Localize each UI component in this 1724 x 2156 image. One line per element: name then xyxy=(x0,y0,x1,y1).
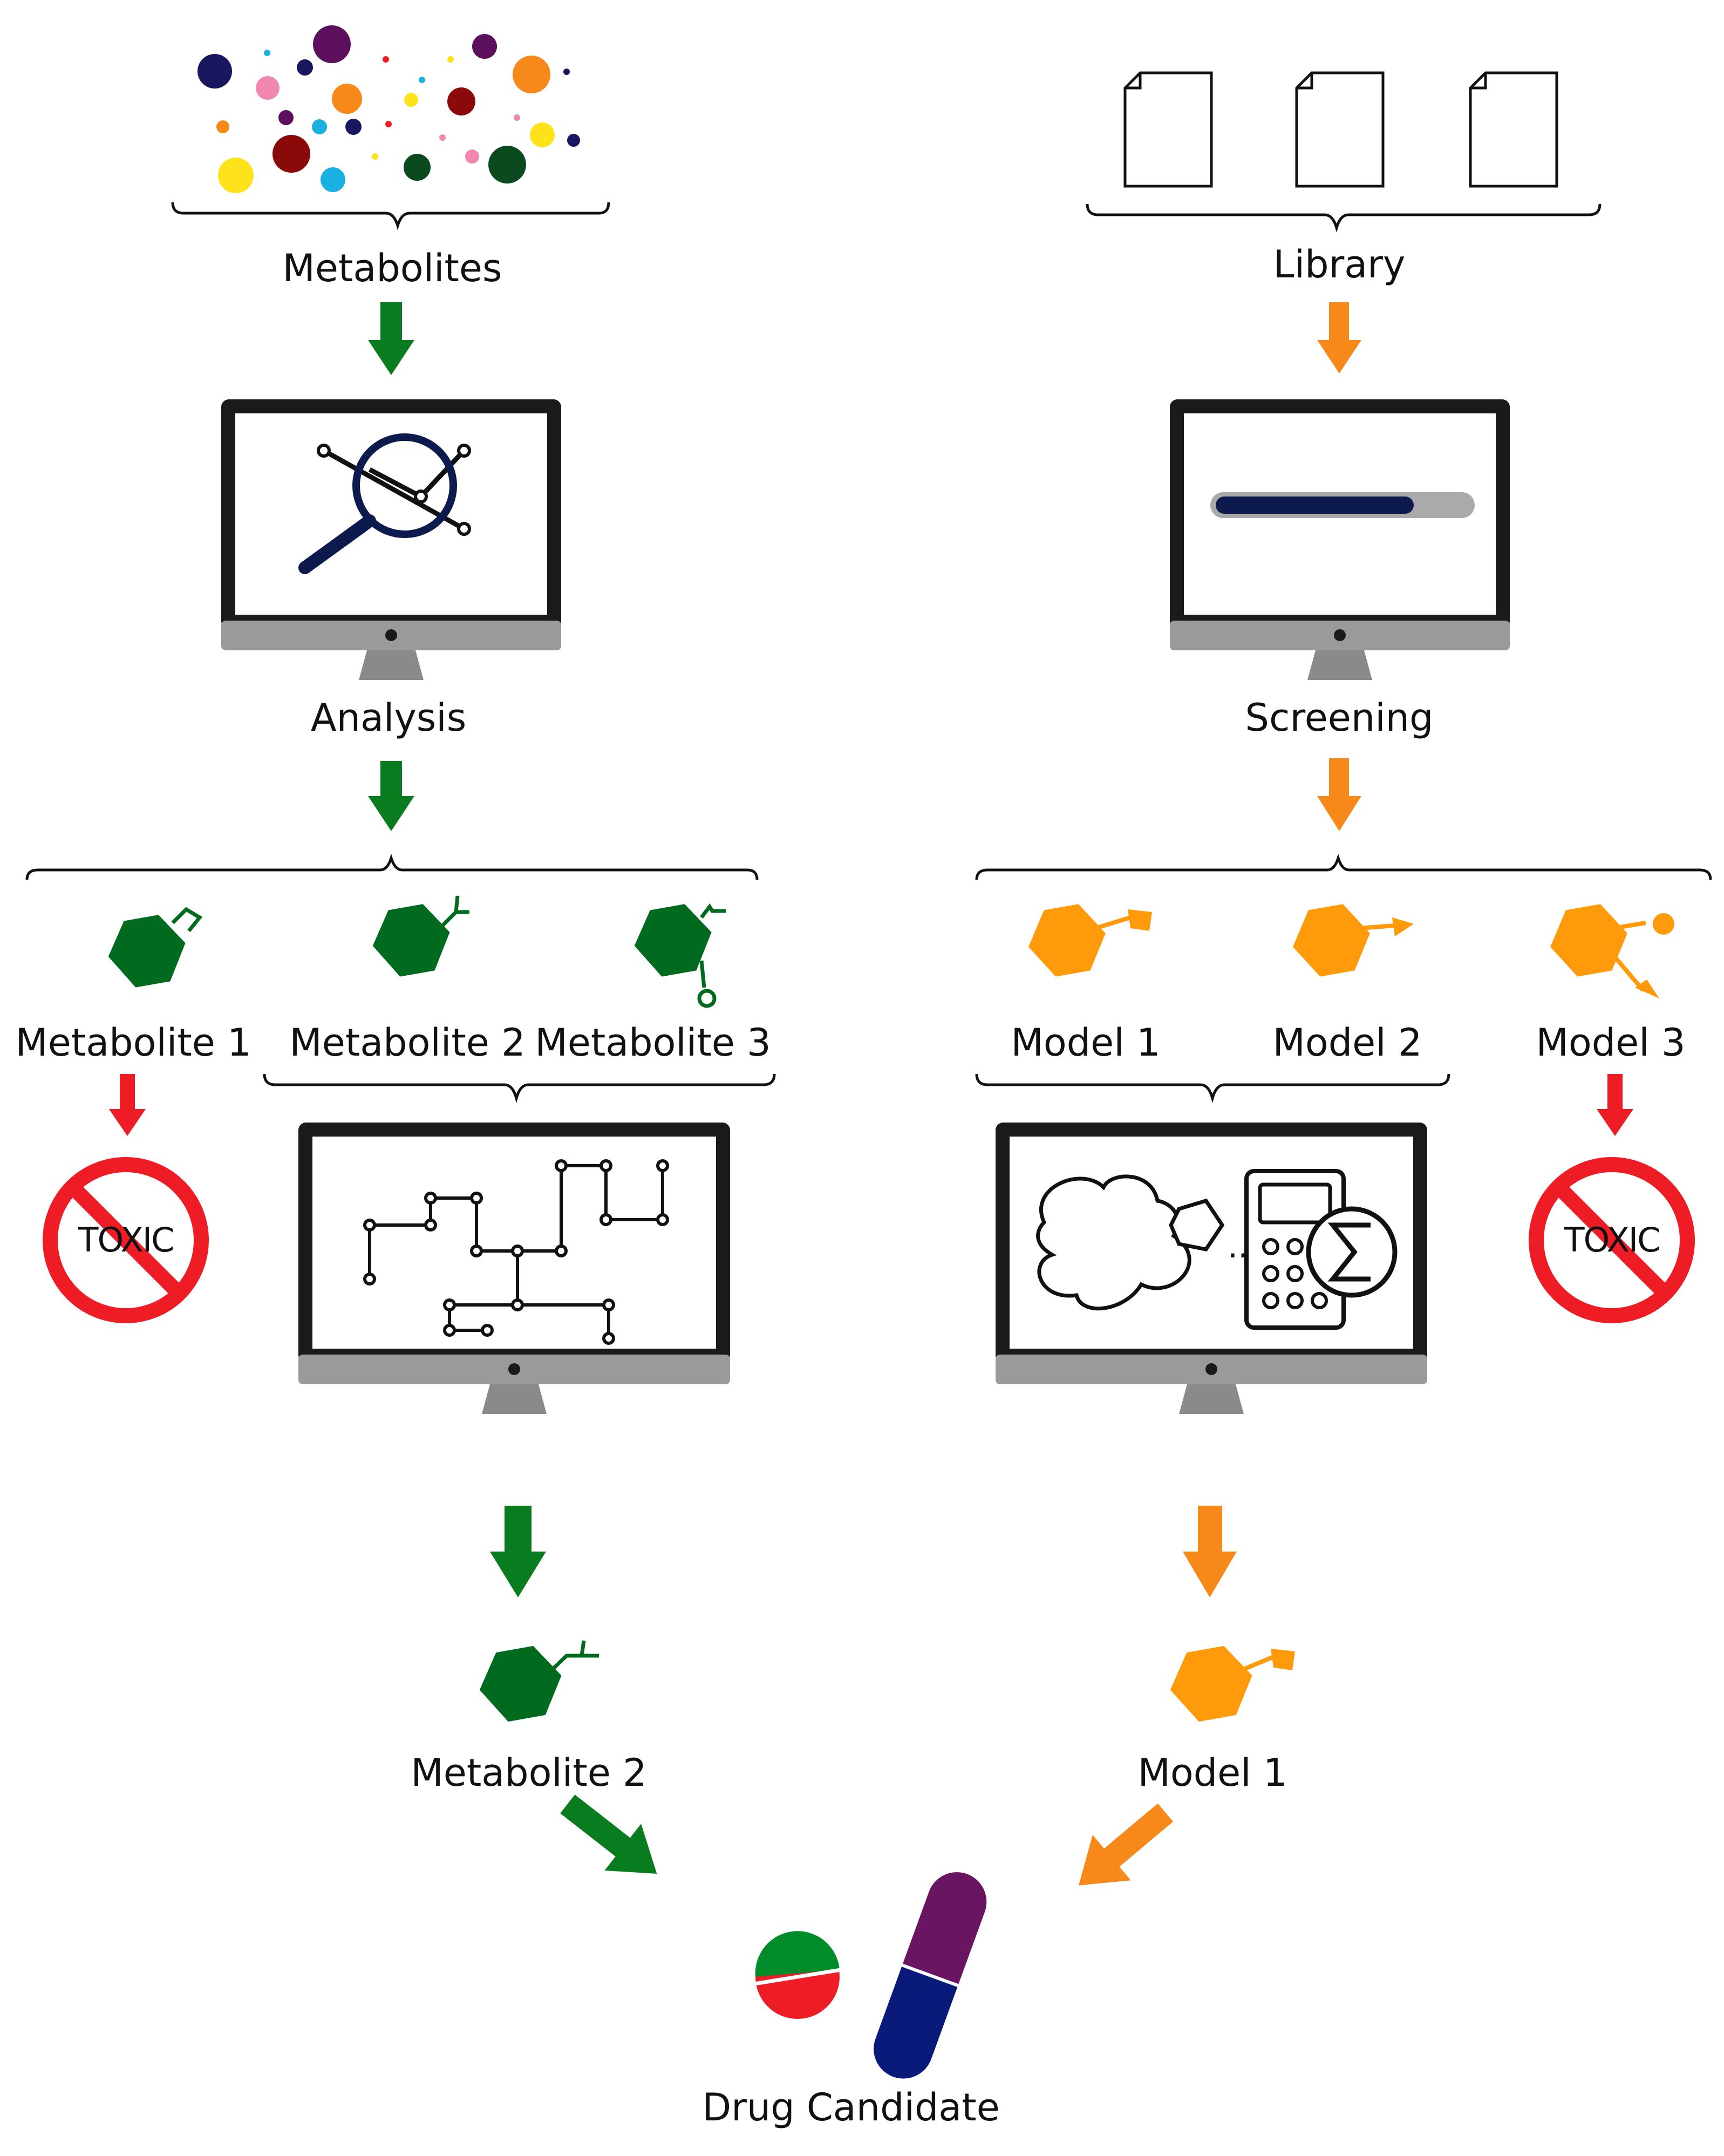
selected-model-label: Model 1 xyxy=(1137,1751,1287,1795)
model-1-molecule-icon xyxy=(1028,904,1152,977)
selected-model-molecule-icon xyxy=(1170,1645,1295,1722)
down-arrow-orange xyxy=(1183,1506,1237,1597)
model-3-molecule-icon xyxy=(1550,904,1674,998)
selected-metabolite-label: Metabolite 2 xyxy=(411,1751,647,1795)
down-arrow-red xyxy=(109,1074,146,1136)
metabolites-cluster-icon xyxy=(197,25,580,193)
model-2-molecule-icon xyxy=(1293,904,1414,977)
selected-metabolite-molecule-icon xyxy=(479,1640,599,1722)
model-2-label: Model 2 xyxy=(1272,1021,1422,1065)
down-arrow-orange xyxy=(1317,758,1361,831)
drug-candidate-label: Drug Candidate xyxy=(702,2085,1000,2130)
down-arrow-green xyxy=(368,761,414,831)
progress-bar-icon xyxy=(1210,492,1475,518)
library-documents-icon xyxy=(1125,73,1557,186)
analysis-monitor xyxy=(221,399,561,680)
down-arrow-orange xyxy=(1317,302,1361,373)
screening-label: Screening xyxy=(1245,696,1434,740)
pathway-monitor xyxy=(298,1123,730,1414)
progress-fill xyxy=(1216,497,1414,514)
metabolite-1-molecule-icon xyxy=(108,907,203,988)
tablet-pill-icon xyxy=(754,1931,841,2019)
pentagon-ligand-icon xyxy=(1169,1198,1225,1252)
diagonal-arrow-orange xyxy=(1079,1803,1174,1886)
calculator-icon xyxy=(1244,1169,1346,1330)
metabolite-toxic-label: TOXIC xyxy=(78,1220,175,1260)
model-1-label: Model 1 xyxy=(1011,1021,1161,1065)
metabolite-3-molecule-icon xyxy=(634,903,726,1008)
metabolites-brace xyxy=(171,202,610,230)
protein-blob-icon xyxy=(1036,1174,1191,1311)
metabolite-3-label: Metabolite 3 xyxy=(535,1021,771,1065)
down-arrow-green xyxy=(490,1506,546,1597)
capsule-pill-icon xyxy=(874,1872,987,2079)
metabolite-2-molecule-icon xyxy=(372,895,469,977)
metabolite-2-label: Metabolite 2 xyxy=(289,1021,526,1065)
library-label: Library xyxy=(1273,242,1406,287)
modeling-brace xyxy=(975,1073,1450,1104)
screening-monitor xyxy=(1170,399,1510,680)
pathway-network-icon xyxy=(363,1159,669,1345)
modeling-monitor: ... xyxy=(996,1123,1427,1414)
metabolites-label: Metabolites xyxy=(282,246,502,290)
model-candidates-brace xyxy=(975,853,1712,880)
model-toxic-label: TOXIC xyxy=(1564,1220,1661,1260)
analysis-label: Analysis xyxy=(310,696,467,740)
down-arrow-green xyxy=(368,302,414,375)
library-brace xyxy=(1086,203,1602,233)
model-3-label: Model 3 xyxy=(1536,1021,1686,1065)
down-arrow-red xyxy=(1597,1074,1633,1136)
pathway-brace xyxy=(263,1073,776,1104)
diagonal-arrow-green xyxy=(560,1794,657,1874)
sigma-icon xyxy=(1306,1206,1398,1298)
magnifier-network-icon xyxy=(298,433,471,574)
metabolite-candidates-brace xyxy=(25,853,759,880)
metabolite-1-label: Metabolite 1 xyxy=(15,1021,251,1065)
